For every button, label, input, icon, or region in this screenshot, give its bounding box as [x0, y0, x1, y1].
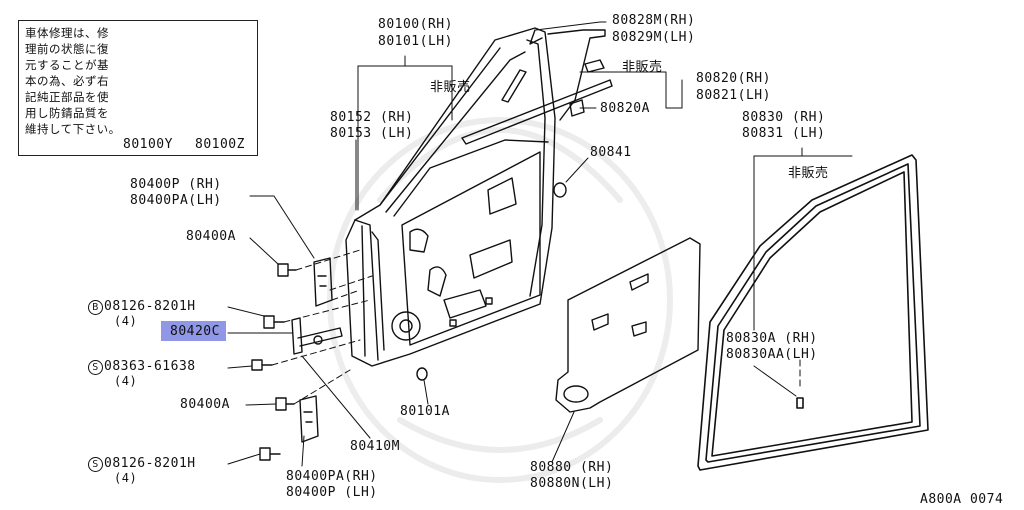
leader-lines [227, 21, 853, 467]
note-line: 本の為、必ず右 [25, 74, 109, 88]
bolts [251, 263, 428, 461]
not-sold-note: 非販売 [622, 60, 663, 75]
part-80410m[interactable]: 80410M [350, 439, 400, 454]
part-80880n[interactable]: 80880N(LH) [530, 476, 614, 491]
part-80820[interactable]: 80820(RH) [696, 71, 771, 86]
part-80101[interactable]: 80101(LH) [378, 34, 453, 49]
repair-note-text: 車体修理は、修 理前の状態に復 元することが基 本の為、必ず右 記純正部品を使 … [25, 25, 121, 137]
note-line: 車体修理は、修 [25, 26, 109, 40]
part-80830[interactable]: 80830 (RH) [742, 110, 826, 125]
part-80828m[interactable]: 80828M(RH) [612, 13, 696, 28]
plug-part [553, 182, 567, 198]
part-number: 08363-61638 [104, 359, 196, 374]
note-line: 記純正部品を使 [25, 90, 109, 104]
part-number: 08126-8201H [104, 299, 196, 314]
part-80101a[interactable]: 80101A [400, 404, 450, 419]
part-80830a[interactable]: 80830A (RH) [726, 331, 818, 346]
repair-note-box: 車体修理は、修 理前の状態に復 元することが基 本の為、必ず右 記純正部品を使 … [18, 20, 258, 156]
sealing-screen [555, 237, 701, 413]
not-sold-note: 非販売 [788, 166, 829, 181]
part-80400a[interactable]: 80400A [186, 229, 236, 244]
b-circle-icon: B [88, 300, 103, 315]
note-line: 維持して下さい。 [25, 122, 121, 136]
part-80100[interactable]: 80100(RH) [378, 17, 453, 32]
quantity: (4) [114, 471, 138, 485]
part-80831[interactable]: 80831 (LH) [742, 126, 826, 141]
note-line: 理前の状態に復 [25, 42, 109, 56]
belt-moulding [461, 79, 613, 145]
note-line: 用し防錆品質を [25, 106, 109, 120]
part-80821[interactable]: 80821(LH) [696, 88, 771, 103]
part-80100z[interactable]: 80100Z [195, 137, 245, 152]
lower-hinge [299, 395, 319, 443]
assembly-dash-lines [271, 249, 801, 405]
part-80830aa[interactable]: 80830AA(LH) [726, 347, 818, 362]
part-80400pa[interactable]: 80400PA(LH) [130, 193, 222, 208]
part-80820a[interactable]: 80820A [600, 101, 650, 116]
part-80153[interactable]: 80153 (LH) [330, 126, 414, 141]
check-link [291, 317, 343, 355]
note-line: 元することが基 [25, 58, 109, 72]
part-80829m[interactable]: 80829M(LH) [612, 30, 696, 45]
door-weatherstrip [697, 154, 929, 471]
highlighted-part [161, 321, 226, 341]
s-circle-icon: S [88, 457, 103, 472]
part-80420c[interactable]: 80420C [170, 324, 220, 339]
part-80400a[interactable]: 80400A [180, 397, 230, 412]
part-80841[interactable]: 80841 [590, 145, 632, 160]
not-sold-note: 非販売 [430, 80, 471, 95]
s-circle-icon: S [88, 360, 103, 375]
part-80400p[interactable]: 80400P (LH) [286, 485, 378, 500]
diagram-code: A800A 0074 [920, 492, 1004, 507]
front-door-shell [345, 27, 556, 367]
part-80400pa[interactable]: 80400PA(RH) [286, 469, 378, 484]
part-80100y[interactable]: 80100Y [123, 137, 173, 152]
part-80152[interactable]: 80152 (RH) [330, 110, 414, 125]
part-number: 08126-8201H [104, 456, 196, 471]
part-80400p[interactable]: 80400P (RH) [130, 177, 222, 192]
part-80880[interactable]: 80880 (RH) [530, 460, 614, 475]
quantity: (4) [114, 314, 138, 328]
quantity: (4) [114, 374, 138, 388]
